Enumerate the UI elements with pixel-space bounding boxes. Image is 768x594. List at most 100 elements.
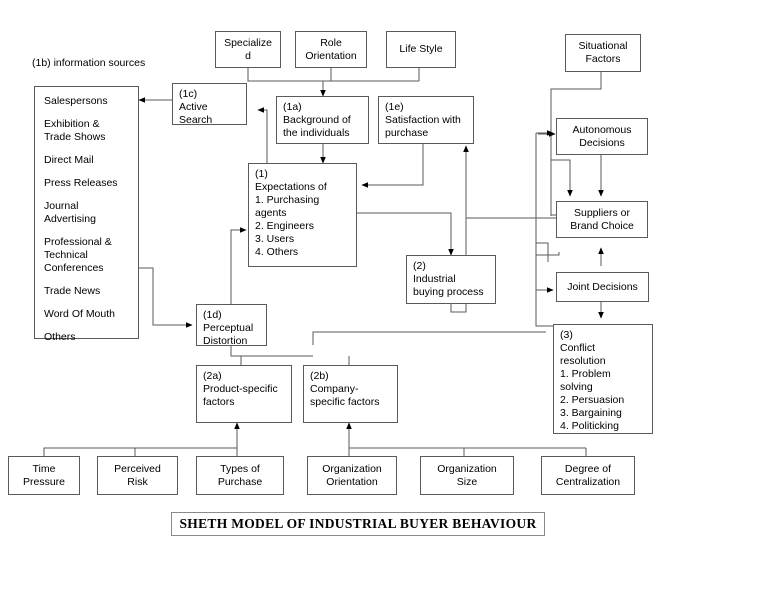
node-satisfaction-with-purchase: (1e) Satisfaction with purchase xyxy=(378,96,474,144)
node-degree-of-centralization-line: Centralization xyxy=(555,475,621,488)
node-life-style-line: Life Style xyxy=(399,43,443,55)
node-time-pressure-line: Pressure xyxy=(22,475,65,488)
node-autonomous-decisions: Autonomous Decisions xyxy=(556,118,648,155)
source-item: Professional & Technical Conferences xyxy=(44,236,112,274)
node-active-search-line: Search xyxy=(179,114,213,125)
node-role-orientation-line: Orientation xyxy=(305,49,357,62)
node-organization-orientation-line: Orientation xyxy=(326,475,378,488)
node-conflict-resolution-line: Conflict xyxy=(560,342,596,354)
node-situational-factors-line: Factors xyxy=(585,53,621,65)
node-expectations-line: 3. Users xyxy=(255,233,295,245)
node-autonomous-decisions-line: Autonomous xyxy=(572,123,632,136)
wire-bottom-right-trunk xyxy=(348,447,586,456)
wire-companyspecific-trunk xyxy=(312,331,546,345)
node-product-specific-line: Product-specific xyxy=(203,383,278,395)
node-expectations-line: agents xyxy=(255,207,287,219)
node-degree-of-centralization-line: Degree of xyxy=(564,462,612,475)
node-life-style: Life Style xyxy=(386,31,456,68)
node-conflict-resolution-line: 2. Persuasion xyxy=(560,394,625,406)
information-sources-box: Salespersons Exhibition & Trade Shows Di… xyxy=(34,86,139,343)
node-perceptual-distortion-line: Distortion xyxy=(203,335,248,346)
node-specialized-line: d xyxy=(245,49,251,62)
node-time-pressure-line: Time xyxy=(32,462,56,475)
node-autonomous-decisions-line: Decisions xyxy=(579,136,625,149)
node-company-specific-tag: (2b) xyxy=(310,370,329,382)
node-expectations-line: Expectations of xyxy=(255,181,327,193)
node-active-search-line: Active xyxy=(179,101,208,113)
node-time-pressure: Time Pressure xyxy=(8,456,80,495)
node-expectations: (1) Expectations of 1. Purchasing agents… xyxy=(248,163,357,267)
wire-split-top xyxy=(230,346,313,357)
wire-bottom-left-trunk xyxy=(43,447,237,456)
node-expectations-line: 2. Engineers xyxy=(255,220,314,232)
node-conflict-resolution: (3) Conflict resolution 1. Problem solvi… xyxy=(553,324,653,434)
node-company-specific-line: specific factors xyxy=(310,396,380,408)
node-organization-orientation-line: Organization xyxy=(322,462,382,475)
node-background-tag: (1a) xyxy=(283,101,302,113)
node-role-orientation: Role Orientation xyxy=(295,31,367,68)
source-item: Direct Mail xyxy=(44,154,94,166)
node-satisfaction-line: purchase xyxy=(385,127,429,139)
source-item: Salespersons xyxy=(44,95,108,107)
node-degree-of-centralization: Degree of Centralization xyxy=(541,456,635,495)
source-item: Exhibition & Trade Shows xyxy=(44,118,106,143)
source-item: Trade News xyxy=(44,285,101,297)
wire-industrial-buying-to-satisfaction xyxy=(450,145,469,313)
wire-specialized-to-background xyxy=(247,68,419,82)
source-item: Press Releases xyxy=(44,177,118,189)
node-suppliers-line: Brand Choice xyxy=(570,219,634,232)
node-industrial-buying-process: (2) Industrial buying process xyxy=(406,255,496,304)
node-satisfaction-tag: (1e) xyxy=(385,101,404,113)
node-satisfaction-line: Satisfaction with xyxy=(385,114,461,126)
diagram-title: SHETH MODEL OF INDUSTRIAL BUYER BEHAVIOU… xyxy=(171,512,545,536)
node-conflict-resolution-tag: (3) xyxy=(560,329,573,341)
node-expectations-line: 1. Purchasing xyxy=(255,194,320,206)
node-product-specific-line: factors xyxy=(203,396,235,408)
node-organization-size: Organization Size xyxy=(420,456,514,495)
node-background-line: the individuals xyxy=(283,127,350,139)
node-product-specific-tag: (2a) xyxy=(203,370,222,382)
wire-perceptual-distortion-to-expectations xyxy=(230,227,247,309)
node-conflict-resolution-line: 4. Politicking xyxy=(560,420,619,432)
node-perceptual-distortion-tag: (1d) xyxy=(203,309,222,321)
node-industrial-buying-line: buying process xyxy=(413,286,484,298)
node-perceptual-distortion-line: Perceptual xyxy=(203,322,254,334)
node-company-specific-factors: (2b) Company- specific factors xyxy=(303,365,398,423)
wire-satisfaction-to-expectations xyxy=(361,144,424,188)
node-company-specific-line: Company- xyxy=(310,383,359,395)
node-organization-size-line: Size xyxy=(456,475,478,488)
node-industrial-buying-tag: (2) xyxy=(413,260,426,272)
node-active-search-tag: (1c) xyxy=(179,88,198,100)
node-product-specific-factors: (2a) Product-specific factors xyxy=(196,365,292,423)
wire-situational-to-suppliers xyxy=(551,159,573,197)
source-item: Word Of Mouth xyxy=(44,308,115,320)
node-situational-factors-line: Situational xyxy=(578,40,628,52)
node-situational-factors: Situational Factors xyxy=(565,34,641,72)
wire-sources-to-perceptual-distortion xyxy=(139,267,193,328)
node-expectations-tag: (1) xyxy=(255,168,268,180)
node-perceived-risk-line: Risk xyxy=(127,475,148,488)
node-expectations-line: 4. Others xyxy=(255,246,299,258)
node-organization-size-line: Organization xyxy=(437,462,497,475)
node-types-of-purchase-line: Purchase xyxy=(217,475,263,488)
wire-expectations-to-industrial-buying xyxy=(357,212,454,256)
node-background-of-individuals: (1a) Background of the individuals xyxy=(276,96,369,144)
node-organization-orientation: Organization Orientation xyxy=(307,456,397,495)
node-conflict-resolution-line: 3. Bargaining xyxy=(560,407,622,419)
node-specialized: Specialize d xyxy=(215,31,281,68)
node-joint-decisions: Joint Decisions xyxy=(556,272,649,302)
wire-conflict-to-trunk xyxy=(535,133,553,327)
node-types-of-purchase: Types of Purchase xyxy=(196,456,284,495)
node-conflict-resolution-line: solving xyxy=(560,381,593,393)
node-perceptual-distortion: (1d) Perceptual Distortion xyxy=(196,304,267,346)
node-industrial-buying-line: Industrial xyxy=(413,273,456,285)
wire-expectations-to-active-search xyxy=(257,107,268,165)
node-active-search: (1c) Active Search xyxy=(172,83,247,125)
source-item: Others xyxy=(44,331,76,343)
node-suppliers-or-brand-choice: Suppliers or Brand Choice xyxy=(556,201,648,238)
node-conflict-resolution-line: resolution xyxy=(560,355,606,367)
node-perceived-risk-line: Perceived xyxy=(114,462,161,475)
node-suppliers-line: Suppliers or xyxy=(573,206,631,219)
source-item: Journal Advertising xyxy=(44,200,96,225)
